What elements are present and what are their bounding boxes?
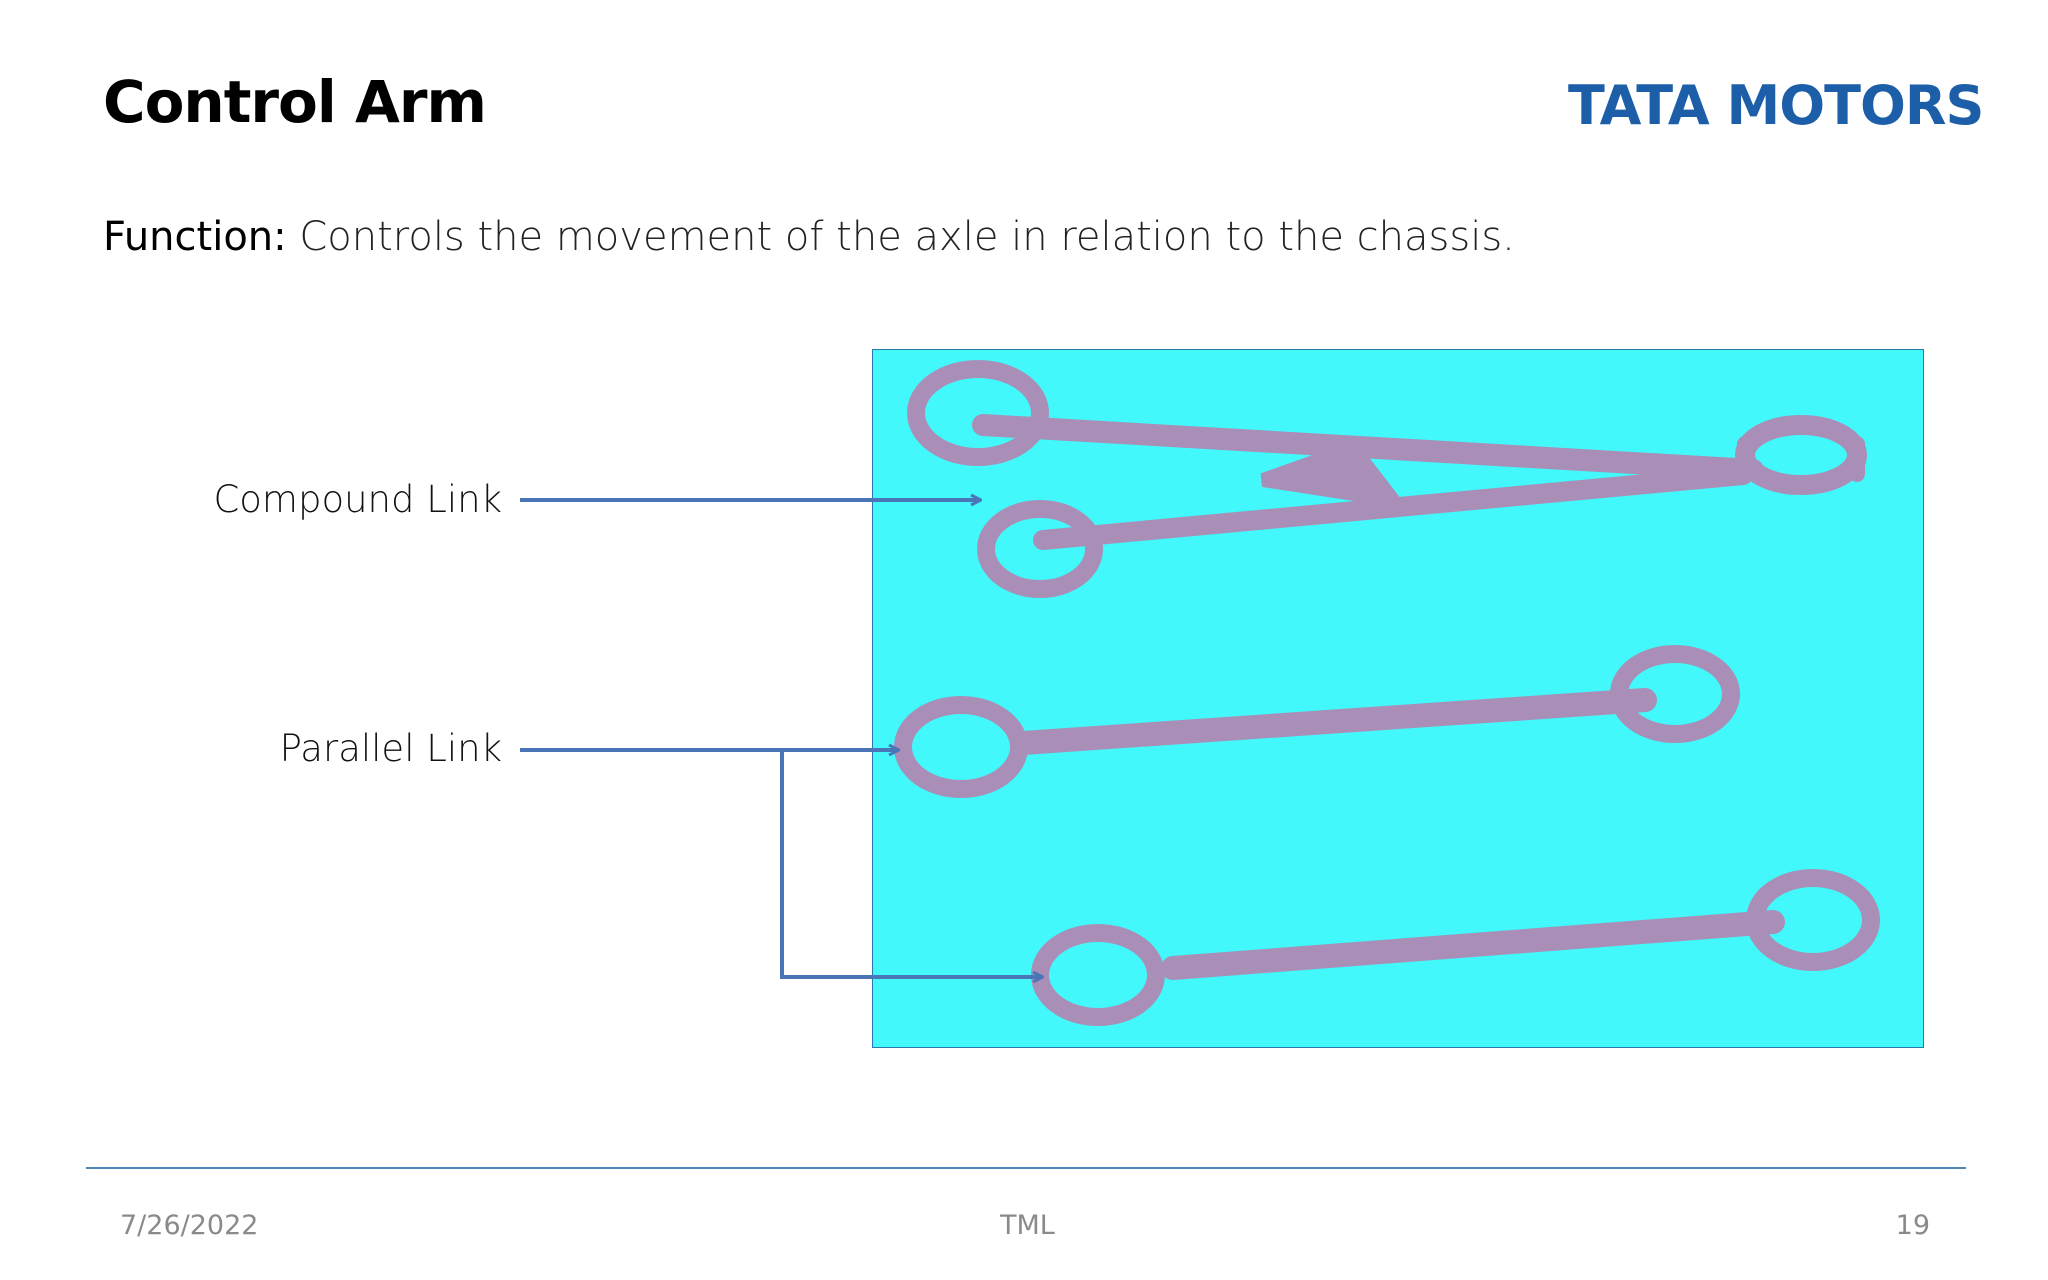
footer-page-number: 19 xyxy=(1895,1210,1930,1241)
tata-motors-logo: TATA MOTORS xyxy=(1568,74,1984,137)
parallel-link-label: Parallel Link xyxy=(279,727,502,770)
parallel-link-arrow-lower xyxy=(780,750,1042,977)
compound-link-label: Compound Link xyxy=(213,478,502,521)
function-label: Function: xyxy=(103,214,287,260)
parallel-link-part-upper xyxy=(894,645,1740,798)
compound-link-part xyxy=(907,360,1867,598)
footer-center-text: TML xyxy=(1000,1210,1055,1241)
function-description: Function: Controls the movement of the a… xyxy=(103,214,1515,260)
control-arm-image xyxy=(872,349,1924,1048)
footer-divider xyxy=(86,1167,1966,1169)
slide-title: Control Arm xyxy=(103,68,487,136)
control-arm-illustration xyxy=(894,360,1880,1026)
footer-date: 7/26/2022 xyxy=(120,1210,259,1241)
function-text: Controls the movement of the axle in rel… xyxy=(286,214,1515,260)
